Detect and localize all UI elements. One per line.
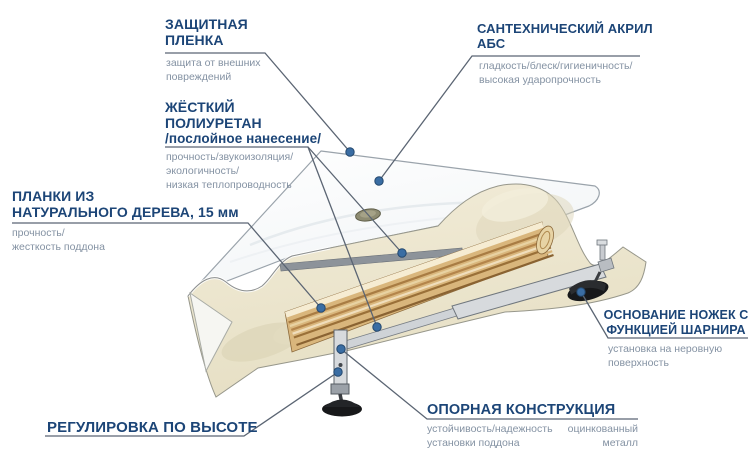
- label-support-frame-material: оцинкованный металл: [567, 423, 638, 449]
- label-hinge-feet-desc: установка на неровную поверхность: [608, 343, 723, 369]
- label-polyurethane-subtitle: /послойное нанесение/: [165, 131, 322, 146]
- label-polyurethane-desc: прочность/звукоизоляция/ экологичность/ …: [166, 151, 294, 191]
- shell-apron: [189, 291, 233, 373]
- hinge-foot: [567, 271, 609, 302]
- label-support-frame-desc: устойчивость/надежность установки поддон…: [427, 423, 553, 449]
- label-wood-planks-title: ПЛАНКИ ИЗ НАТУРАЛЬНОГО ДЕРЕВА, 15 мм: [12, 188, 239, 221]
- label-protective-film-desc: защита от внешних повреждений: [166, 57, 261, 83]
- leveling-bolt: [599, 243, 606, 261]
- label-height-adjust-title: РЕГУЛИРОВКА ПО ВЫСОТЕ: [47, 419, 258, 436]
- label-hinge-feet-title: ОСНОВАНИЕ НОЖЕК С ФУНКЦИЕЙ ШАРНИРА: [603, 308, 749, 337]
- label-acrylic-desc: гладкость/блеск/гигиеничность/ высокая у…: [479, 60, 633, 86]
- label-acrylic-title: САНТЕХНИЧЕСКИЙ АКРИЛ АБС: [477, 21, 653, 52]
- label-support-frame-title: ОПОРНАЯ КОНСТРУКЦИЯ: [427, 402, 616, 418]
- label-wood-planks-desc: прочность/ жесткость поддона: [12, 227, 105, 253]
- support-frame: [322, 239, 615, 417]
- leader-lines: [12, 52, 748, 437]
- wood-planks: [284, 221, 554, 353]
- adjustable-foot: [322, 399, 362, 417]
- label-polyurethane-title: ЖЁСТКИЙ ПОЛИУРЕТАН: [165, 99, 262, 132]
- callout-dots: [316, 147, 586, 377]
- label-protective-film-title: ЗАЩИТНАЯ ПЛЕНКА: [165, 16, 248, 49]
